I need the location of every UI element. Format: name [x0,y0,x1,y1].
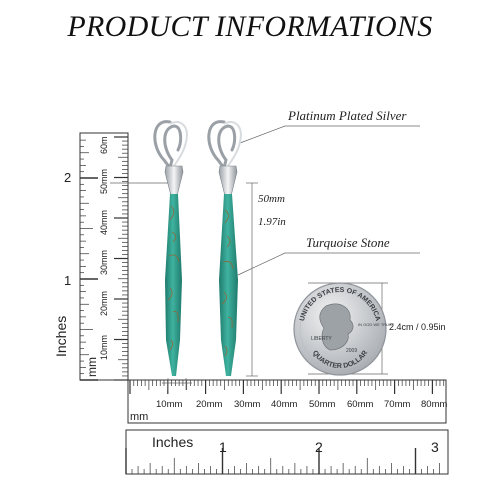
horizontal-inch-ruler-frame [125,429,449,475]
vertical-mm-label-30: 30mm [99,250,109,275]
stone-leader-line [237,252,286,276]
metal-leader-line [239,125,286,144]
metal-callout: Platinum Plated Silver [288,108,407,123]
coin-liberty: LIBERTY [311,336,332,342]
horizontal-unit-inches: Inches [152,434,193,450]
earring-left [153,120,188,376]
vertical-unit-inches: Inches [53,316,69,357]
vertical-ruler-frame [79,132,129,381]
guide-lines [110,125,420,390]
coin-motto: IN GOD WE TRUST [358,322,395,327]
horizontal-mm-label-70: 70mm [384,399,410,410]
vertical-mm-label-20: 20mm [99,291,109,316]
left-lever-back-hook [153,120,183,172]
horizontal-mm-label-60: 60mm [347,399,373,410]
left-silver-cap [164,165,184,197]
coin-year: 2009 [346,348,357,354]
vertical-mm-label-50: 50mm [99,169,109,194]
horizontal-inch-ticks [125,448,440,474]
vertical-mm-label-60: 60m [99,136,109,154]
stone-callout: Turquoise Stone [306,235,390,250]
coin-inner-rim [299,288,381,370]
horizontal-mm-label-20: 20mm [196,399,222,410]
page-title: PRODUCT INFORMATIONS [67,10,433,43]
vertical-mm-label-40: 40mm [99,210,109,235]
horizontal-ruler-mm: 10mm 20mm 30mm 40mm 50mm 60mm 70mm 80mm … [127,379,447,424]
earring-right [207,120,242,376]
vertical-mm-ticks [114,136,128,381]
horizontal-mm-label-80: 80mm [421,399,447,410]
coin-portrait [319,303,354,351]
horizontal-ruler-inches: Inches 1 2 3 [125,429,449,475]
right-turquoise-stone [219,194,238,376]
left-turquoise-stone [165,194,182,376]
left-hook-highlight [169,121,188,167]
horizontal-mm-label-40: 40mm [271,399,297,410]
horizontal-inch-label-1: 1 [219,439,227,455]
length-mm-callout: 50mm [258,193,285,205]
vertical-mm-label-10: 10mm [99,335,109,360]
horizontal-mm-label-10: 10mm [156,399,182,410]
right-silver-cap [218,165,238,197]
right-lever-back-hook [207,120,237,172]
right-hook-highlight [223,121,242,167]
coin-size-callout: 2.4cm / 0.95in [389,322,446,332]
horizontal-mm-ruler-frame [127,379,447,424]
horizontal-mm-label-50: 50mm [309,399,335,410]
left-stone-veins [167,205,180,351]
vertical-unit-mm: mm [85,357,99,377]
vertical-inch-label-1: 1 [64,273,71,288]
quarter-coin: UNITED STATES OF AMERICA QUARTER DOLLAR … [293,282,395,376]
vertical-inch-ticks [80,139,98,381]
right-stone-veins [221,209,234,357]
vertical-ruler: 2 1 Inches mm 10mm 20mm 30mm 40mm 50mm 6… [53,132,129,381]
horizontal-inch-label-3: 3 [431,439,439,455]
horizontal-unit-mm: mm [130,411,148,423]
vertical-inch-label-2: 2 [64,170,71,185]
length-in-callout: 1.97in [258,216,286,228]
horizontal-mm-label-30: 30mm [234,399,260,410]
horizontal-inch-label-2: 2 [315,439,323,455]
